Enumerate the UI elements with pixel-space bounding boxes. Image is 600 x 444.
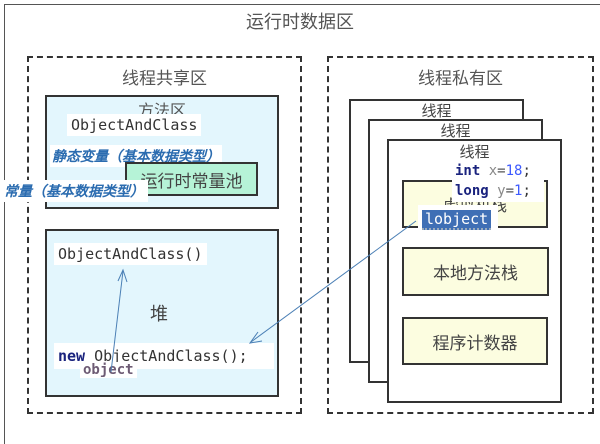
- thread-private-area-label: 线程私有区: [418, 69, 503, 89]
- new-expression-class: ObjectAndClass();: [94, 347, 248, 365]
- static-variables-label: 静态变量（基本数据类型）: [50, 145, 222, 167]
- native-method-stack: 本地方法栈: [402, 247, 549, 296]
- method-area-class-name: ObjectAndClass: [67, 114, 202, 136]
- vm-stack-code: int x=18; long y=1;: [452, 160, 544, 202]
- heap-label: 堆: [150, 304, 168, 325]
- new-keyword: new: [58, 347, 86, 365]
- heap-constructor: ObjectAndClass(): [54, 243, 207, 265]
- new-expression: new ObjectAndClass();: [58, 347, 248, 365]
- reference-lobject: lobject: [422, 210, 492, 230]
- thread-frame-2-label: 线程: [440, 122, 471, 140]
- runtime-data-area-title: 运行时数据区: [246, 12, 354, 33]
- program-counter: 程序计数器: [402, 317, 548, 365]
- constants-label: 常量（基本数据类型）: [0, 180, 148, 202]
- thread-shared-area-label: 线程共享区: [122, 69, 207, 89]
- code-line-int: int x=18;: [455, 163, 531, 179]
- code-line-long: long y=1;: [455, 183, 531, 199]
- runtime-data-area: [4, 4, 600, 444]
- object-label: object: [80, 362, 137, 378]
- thread-frame-3-label: 线程: [459, 143, 490, 161]
- thread-frame-1-label: 线程: [421, 102, 452, 120]
